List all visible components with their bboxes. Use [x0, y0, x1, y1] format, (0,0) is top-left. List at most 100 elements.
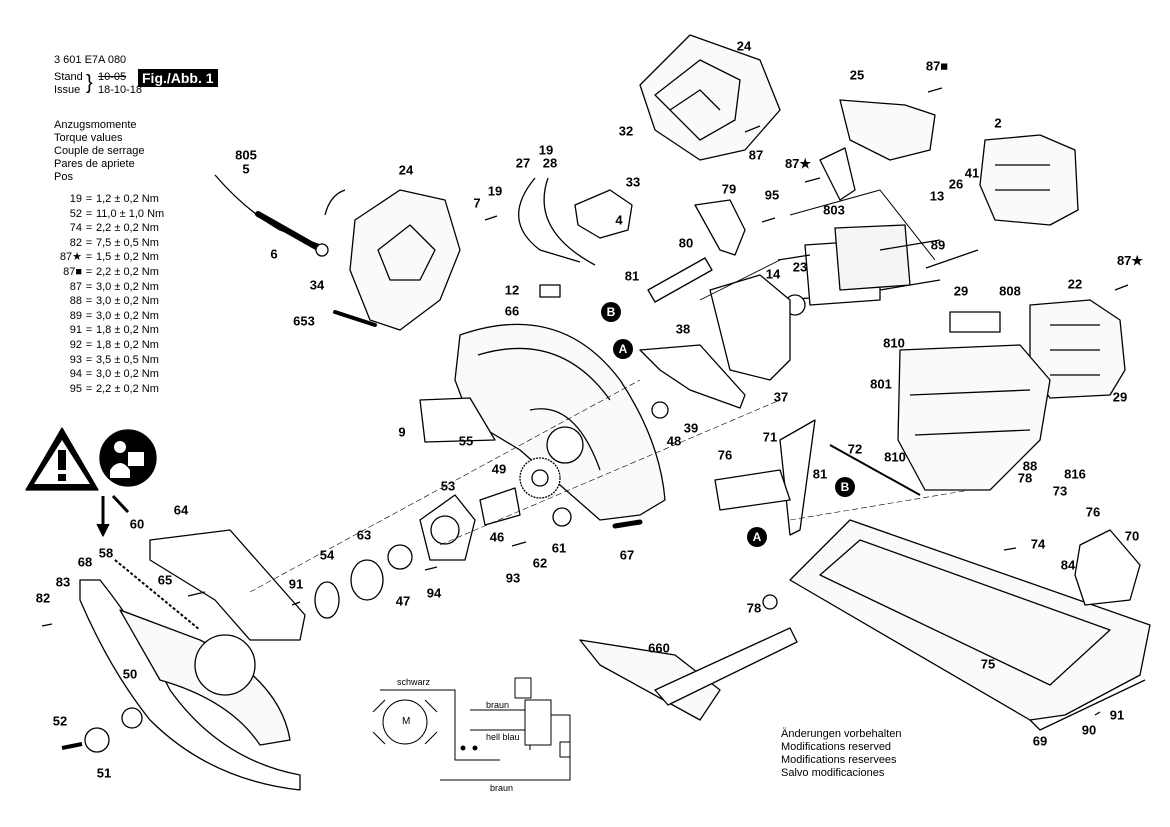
part-callout: 64: [173, 502, 189, 518]
torque-row: 88=3,0 ± 0,2 Nm: [54, 295, 159, 308]
part-callout: 81: [624, 268, 640, 284]
part-callout: 63: [356, 527, 372, 543]
issue-label: Issue: [54, 84, 81, 96]
part-callout: 84: [1060, 557, 1076, 573]
part-callout: 53: [440, 478, 456, 494]
equals-sign: =: [85, 280, 93, 293]
part-callout: 87■: [925, 58, 949, 74]
part-callout: 5: [242, 161, 250, 177]
torque-row: 93=3,5 ± 0,5 Nm: [54, 354, 159, 367]
torque-heading: Couple de serrage: [54, 145, 145, 157]
note-line: Änderungen vorbehalten: [781, 728, 902, 740]
reference-badge-a: A: [747, 527, 767, 547]
equals-sign: =: [85, 193, 93, 205]
part-callout: 29: [953, 283, 969, 299]
torque-value: 7,5 ± 0,5 Nm: [96, 236, 159, 249]
torque-heading: Anzugsmomente: [54, 119, 137, 131]
note-line: Modifications reserved: [781, 741, 892, 753]
brace-symbol: }: [86, 72, 93, 94]
new-date: 18-10-18: [98, 84, 143, 96]
part-callout: 26: [948, 176, 964, 192]
part-callout: 810: [884, 449, 906, 465]
equals-sign: =: [85, 222, 93, 235]
part-callout: 81: [812, 466, 828, 482]
equals-sign: =: [85, 382, 93, 395]
part-callout: 78: [1017, 470, 1033, 486]
torque-row: 82=7,5 ± 0,5 Nm: [54, 237, 159, 250]
torque-heading: Pares de apriete: [54, 158, 135, 170]
part-callout: 33: [625, 174, 641, 190]
part-callout: 19: [538, 142, 554, 158]
part-callout: 660: [648, 640, 670, 656]
torque-row: 52=11,0 ± 1,0 Nm: [54, 208, 164, 221]
torque-pos: 19: [69, 193, 82, 205]
torque-pos: 93: [69, 353, 82, 366]
torque-pos: 91: [69, 324, 82, 337]
part-callout: 87★: [1116, 253, 1144, 268]
part-callout: 27: [515, 155, 531, 171]
part-callout: 14: [765, 266, 781, 282]
part-callout: 48: [666, 433, 682, 449]
part-callout: 54: [319, 547, 335, 563]
part-callout: 805: [235, 147, 257, 163]
wire-label-braun: braun: [486, 700, 510, 710]
part-callout: 23: [792, 259, 808, 275]
torque-value: 2,2 ± 0,2 Nm: [96, 222, 159, 235]
part-callout: 25: [849, 67, 865, 83]
part-callout: 7: [473, 195, 481, 211]
part-callout: 60: [129, 516, 145, 532]
part-callout: 93: [505, 570, 521, 586]
part-callout: 87★: [784, 156, 812, 171]
torque-pos: 87★: [59, 251, 82, 264]
torque-value: 11,0 ± 1,0 Nm: [96, 207, 165, 220]
figure-label: Fig./Abb. 1: [138, 69, 218, 87]
part-callout: 94: [426, 585, 442, 601]
part-callout: 38: [675, 321, 691, 337]
part-callout: 816: [1064, 466, 1086, 482]
part-callout: 51: [96, 765, 112, 781]
torque-row: 87★=1,5 ± 0,2 Nm: [54, 251, 159, 264]
part-callout: 61: [551, 540, 567, 556]
part-callout: 83: [55, 574, 71, 590]
wiring-diagram: [372, 677, 571, 781]
part-callout: 2: [994, 115, 1002, 131]
part-callout: 50: [122, 666, 138, 682]
torque-pos: 95: [69, 382, 82, 395]
part-callout: 72: [847, 441, 863, 457]
part-callout: 55: [458, 433, 474, 449]
part-callout: 82: [35, 590, 51, 606]
equals-sign: =: [85, 207, 93, 220]
note-line: Salvo modificaciones: [781, 767, 885, 779]
torque-pos: 94: [69, 368, 82, 381]
torque-pos: 92: [69, 339, 82, 351]
torque-headings: Anzugsmomente Torque values Couple de se…: [54, 119, 145, 184]
part-callout: 24: [736, 38, 752, 54]
torque-row: 87=3,0 ± 0,2 Nm: [54, 281, 159, 294]
warning-triangle-icon: [25, 427, 99, 491]
part-callout: 75: [980, 656, 996, 672]
part-callout: 46: [489, 529, 505, 545]
torque-row: 92=1,8 ± 0,2 Nm: [54, 339, 159, 352]
modification-notes: Änderungen vorbehalten Modifications res…: [781, 728, 901, 780]
equals-sign: =: [85, 353, 93, 366]
part-callout: 803: [823, 202, 845, 218]
torque-value: 1,5 ± 0,2 Nm: [96, 251, 159, 264]
torque-row: 19=1,2 ± 0,2 Nm: [54, 193, 159, 206]
part-callout: 66: [504, 303, 520, 319]
torque-value: 3,5 ± 0,5 Nm: [96, 353, 159, 366]
part-callout: 70: [1124, 528, 1140, 544]
motor-symbol-label: M: [402, 716, 411, 727]
torque-pos: 74: [69, 222, 82, 235]
equals-sign: =: [85, 236, 93, 249]
equals-sign: =: [85, 295, 93, 308]
torque-value: 3,0 ± 0,2 Nm: [96, 368, 159, 381]
equals-sign: =: [85, 309, 93, 322]
equals-sign: =: [85, 368, 93, 381]
part-callout: 12: [504, 282, 520, 298]
torque-heading: Pos: [54, 171, 73, 183]
part-callout: 88: [1022, 458, 1038, 474]
torque-row: 95=2,2 ± 0,2 Nm: [54, 383, 159, 396]
part-callout: 29: [1112, 389, 1128, 405]
part-callout: 58: [98, 545, 114, 561]
torque-row: 74=2,2 ± 0,2 Nm: [54, 222, 159, 235]
